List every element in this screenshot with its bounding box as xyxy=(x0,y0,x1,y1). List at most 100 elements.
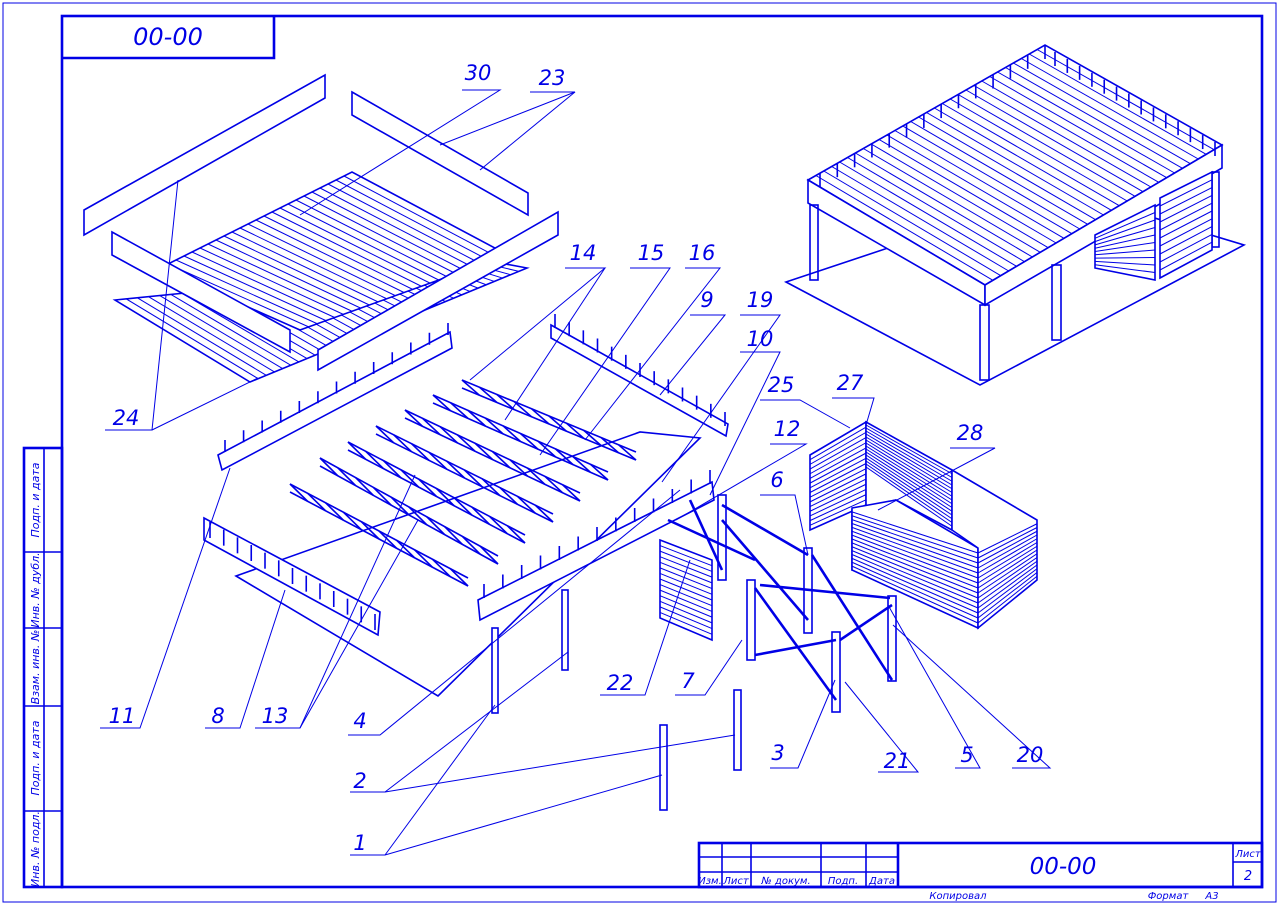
panel-line xyxy=(977,542,1038,579)
door-line xyxy=(659,606,713,630)
purlin-web xyxy=(534,504,554,523)
col-izm: Изм. xyxy=(698,876,722,887)
canopy-parapet-posts xyxy=(819,45,1216,187)
part-label-19: 19 xyxy=(747,288,774,312)
part-label-16: 16 xyxy=(689,241,716,265)
roof-stripe xyxy=(997,71,1175,174)
part-label-27: 27 xyxy=(837,371,864,395)
panel-line xyxy=(851,534,979,584)
purlin-web xyxy=(481,478,501,497)
leader-extra xyxy=(151,377,259,431)
purlin-web xyxy=(456,434,476,452)
purlin-web xyxy=(463,469,483,488)
roof-parapet-right xyxy=(351,90,529,217)
panel-line xyxy=(865,460,953,520)
leader-20 xyxy=(892,624,1052,769)
leader-23 xyxy=(439,91,576,146)
purlin-web xyxy=(474,442,494,461)
purlin-web xyxy=(432,394,452,412)
leader-6 xyxy=(760,494,809,556)
purlin-web xyxy=(561,484,581,502)
canopy-back-wall-lines xyxy=(1094,212,1156,273)
panel-line xyxy=(851,561,979,619)
panel-line xyxy=(809,431,867,465)
part-label-23: 23 xyxy=(539,66,566,90)
corner-code: 00-00 xyxy=(133,23,203,51)
purlin-web xyxy=(375,425,395,444)
roof-stripe xyxy=(949,98,1128,202)
corrugation-line xyxy=(125,298,259,380)
leader-extra xyxy=(299,474,416,729)
back-wall-line xyxy=(1094,264,1156,273)
col-data: Дата xyxy=(868,876,895,887)
roof-parapet-front xyxy=(111,230,291,354)
door-line xyxy=(659,578,713,601)
deck-line xyxy=(287,203,439,281)
roof-stripe xyxy=(1021,58,1199,160)
panel-line xyxy=(809,457,867,489)
leader-12 xyxy=(675,443,808,521)
purlin-web xyxy=(342,511,362,531)
door-line xyxy=(659,545,713,567)
roof-parapet-side xyxy=(317,210,559,372)
leader-lines xyxy=(100,89,1052,856)
roof-stripe xyxy=(1013,62,1191,165)
panel-line xyxy=(865,445,953,501)
column-1b xyxy=(659,724,668,811)
purlin-web xyxy=(517,495,536,514)
panel-line xyxy=(865,466,953,527)
panel-line xyxy=(809,499,867,526)
part-label-6: 6 xyxy=(770,468,783,492)
back-wall-line xyxy=(1094,242,1156,252)
purlin-web xyxy=(337,467,357,487)
purlin-web xyxy=(426,516,446,536)
deck-line xyxy=(167,263,309,328)
purlin-web xyxy=(496,393,515,411)
purlin-web xyxy=(513,400,533,418)
purlin-web xyxy=(449,402,469,419)
canopy-roof-stripes xyxy=(815,49,1215,281)
side-wall-line xyxy=(1159,210,1213,239)
leader-11 xyxy=(100,467,231,729)
panel-line xyxy=(809,426,867,461)
roof-stripe xyxy=(957,94,1136,197)
side-wall-line xyxy=(1159,187,1213,215)
leader-1 xyxy=(350,774,663,856)
panel-line xyxy=(865,424,953,475)
deck-line xyxy=(303,195,457,275)
door-line xyxy=(659,556,713,578)
panel-line xyxy=(865,457,953,516)
side-wall-line xyxy=(1159,233,1213,263)
stamp-cell-4: Подп. и дата xyxy=(29,462,42,537)
roof-stripe xyxy=(823,170,1002,277)
leader-4 xyxy=(348,489,681,736)
corner-code-box: 00-00 xyxy=(62,16,276,60)
stamp-cell-3: Инв. № дубл. xyxy=(29,552,42,627)
door-line xyxy=(659,567,713,590)
panel-line xyxy=(851,557,979,614)
panel-line xyxy=(809,452,867,484)
back-wall-line xyxy=(1094,257,1156,259)
side-wall-line xyxy=(1159,226,1213,255)
leader-2 xyxy=(350,651,569,793)
panel-line xyxy=(851,530,979,579)
purlin-web xyxy=(347,441,367,460)
roof-deck-lines xyxy=(167,175,500,328)
roof-stripe xyxy=(1028,53,1207,155)
leader-21 xyxy=(844,681,920,773)
part-label-4: 4 xyxy=(353,709,366,733)
roof-stripe xyxy=(863,148,1041,253)
back-wall-line xyxy=(1094,227,1156,246)
column-7 xyxy=(746,579,756,661)
door-line xyxy=(659,589,713,612)
deck-line xyxy=(295,199,448,278)
column-5 xyxy=(887,595,897,682)
leader-27 xyxy=(832,397,875,426)
side-wall-line xyxy=(1159,218,1213,247)
format-label: Формат xyxy=(1148,891,1190,902)
leader-extra xyxy=(479,91,576,171)
deck-line xyxy=(239,227,387,300)
deck-line xyxy=(279,207,431,284)
panel-line xyxy=(977,557,1038,599)
door-line xyxy=(659,600,713,624)
